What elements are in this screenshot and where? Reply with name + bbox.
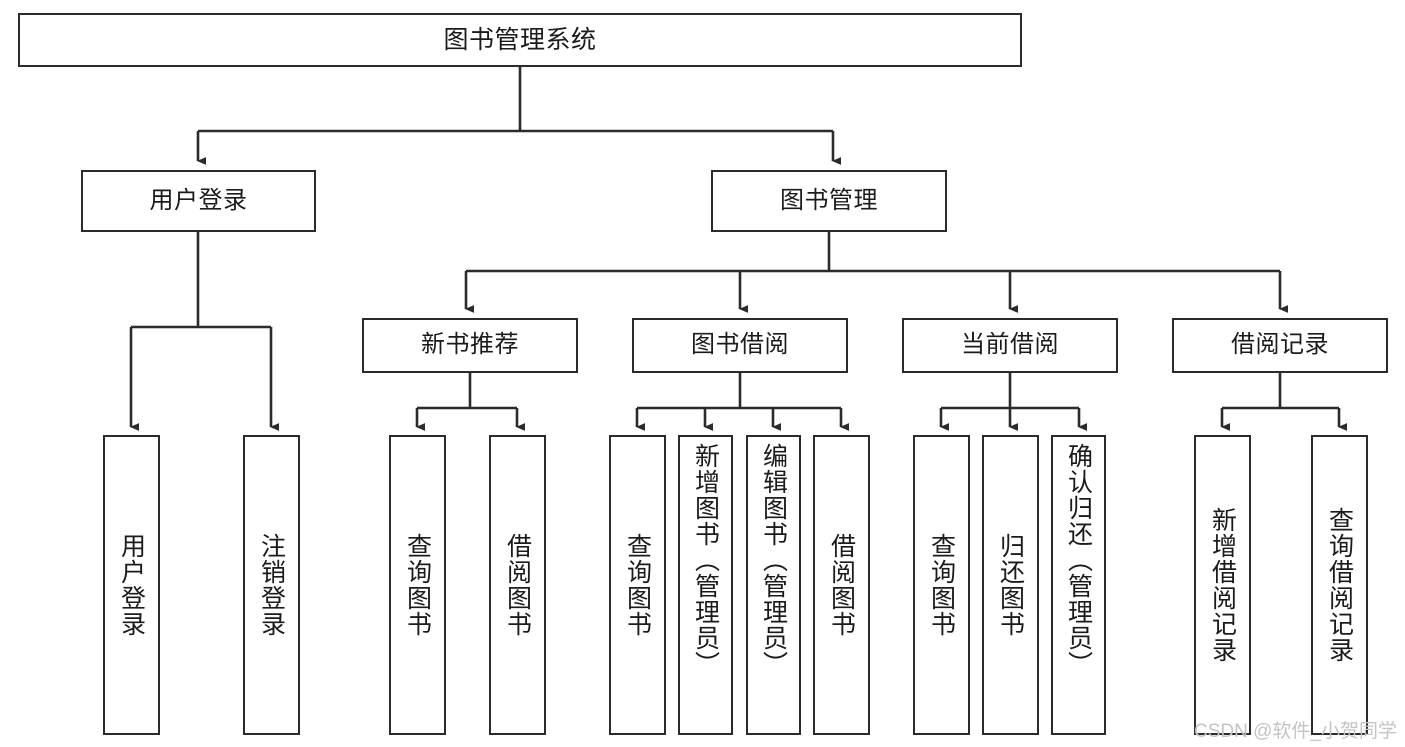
node-leaf-borrow-book-recommend-label: 借阅图书 [503, 533, 532, 637]
node-leaf-query-book-recommend-label: 查询图书 [403, 533, 432, 637]
node-root-system[interactable]: 图书管理系统 [18, 13, 1022, 67]
node-leaf-confirm-return[interactable]: 确认归还（管理员） [1051, 435, 1106, 735]
node-leaf-query-borrow-record-label: 查询借阅记录 [1325, 507, 1354, 663]
node-new-book-recommend-label: 新书推荐 [421, 331, 519, 359]
node-borrow-record[interactable]: 借阅记录 [1172, 318, 1388, 373]
node-leaf-add-borrow-record-label: 新增借阅记录 [1208, 507, 1237, 663]
node-leaf-query-borrow-record[interactable]: 查询借阅记录 [1311, 435, 1368, 735]
node-book-manage-label: 图书管理 [780, 186, 878, 214]
node-leaf-query-book-recommend[interactable]: 查询图书 [389, 435, 446, 735]
node-leaf-return-book-label: 归还图书 [996, 533, 1025, 637]
node-user-login-label: 用户登录 [149, 186, 248, 214]
node-leaf-edit-book[interactable]: 编辑图书（管理员） [746, 435, 801, 735]
node-leaf-query-book-current[interactable]: 查询图书 [913, 435, 970, 735]
node-leaf-borrow-book[interactable]: 借阅图书 [813, 435, 870, 735]
node-leaf-borrow-book-label: 借阅图书 [827, 533, 856, 637]
node-leaf-edit-book-label: 编辑图书（管理员） [759, 443, 788, 677]
node-leaf-add-book[interactable]: 新增图书（管理员） [678, 435, 733, 735]
node-leaf-borrow-book-recommend[interactable]: 借阅图书 [489, 435, 546, 735]
node-leaf-user-login-label: 用户登录 [117, 533, 146, 637]
node-root-system-label: 图书管理系统 [443, 26, 597, 54]
node-book-borrow[interactable]: 图书借阅 [632, 318, 848, 373]
watermark-text: CSDN @软件_小贺同学 [1194, 721, 1397, 742]
node-leaf-query-book-borrow-label: 查询图书 [623, 533, 652, 637]
node-user-login[interactable]: 用户登录 [81, 170, 316, 232]
node-current-borrow-label: 当前借阅 [961, 331, 1059, 359]
node-book-borrow-label: 图书借阅 [691, 331, 789, 359]
node-leaf-user-login[interactable]: 用户登录 [103, 435, 160, 735]
node-leaf-user-logout-label: 注销登录 [257, 533, 286, 637]
node-leaf-query-book-current-label: 查询图书 [927, 533, 956, 637]
node-leaf-query-book-borrow[interactable]: 查询图书 [609, 435, 666, 735]
node-borrow-record-label: 借阅记录 [1231, 331, 1329, 359]
node-leaf-add-book-label: 新增图书（管理员） [691, 443, 720, 677]
node-leaf-confirm-return-label: 确认归还（管理员） [1064, 443, 1093, 677]
node-leaf-return-book[interactable]: 归还图书 [982, 435, 1039, 735]
node-leaf-add-borrow-record[interactable]: 新增借阅记录 [1194, 435, 1251, 735]
node-current-borrow[interactable]: 当前借阅 [902, 318, 1118, 373]
node-new-book-recommend[interactable]: 新书推荐 [362, 318, 578, 373]
node-book-manage[interactable]: 图书管理 [711, 170, 947, 232]
node-leaf-user-logout[interactable]: 注销登录 [243, 435, 300, 735]
